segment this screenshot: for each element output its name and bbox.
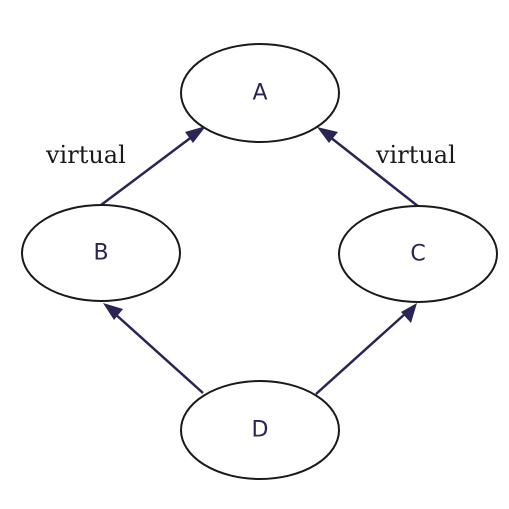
edge-d-to-b <box>103 303 204 394</box>
node-d-ellipse <box>180 380 340 480</box>
edge-d-to-c <box>315 303 417 395</box>
node-b-ellipse <box>21 204 181 302</box>
edge-c-to-a: virtual <box>317 127 456 208</box>
node-c-ellipse <box>338 205 498 303</box>
node-a-label: A <box>252 81 267 106</box>
edge-d-to-c-arrowhead <box>401 303 417 323</box>
edge-b-to-a-label: virtual <box>45 141 126 169</box>
node-a-ellipse <box>180 43 340 143</box>
node-c: C <box>338 205 498 303</box>
edge-d-to-c-line <box>315 312 407 395</box>
node-c-label: C <box>410 242 425 267</box>
node-d: D <box>180 380 340 480</box>
node-b: B <box>21 204 181 302</box>
edge-b-to-a: virtual <box>45 126 206 206</box>
edge-c-to-a-arrowhead <box>317 127 338 143</box>
edge-c-to-a-line <box>329 136 420 208</box>
edge-d-to-b-arrowhead <box>103 303 123 320</box>
edge-c-to-a-label: virtual <box>375 141 456 169</box>
node-b-label: B <box>93 241 108 266</box>
edge-b-to-a-line <box>100 135 194 206</box>
edge-b-to-a-arrowhead <box>185 126 206 143</box>
node-d-label: D <box>252 418 269 443</box>
edge-d-to-b-line <box>113 312 204 394</box>
node-a: A <box>180 43 340 143</box>
